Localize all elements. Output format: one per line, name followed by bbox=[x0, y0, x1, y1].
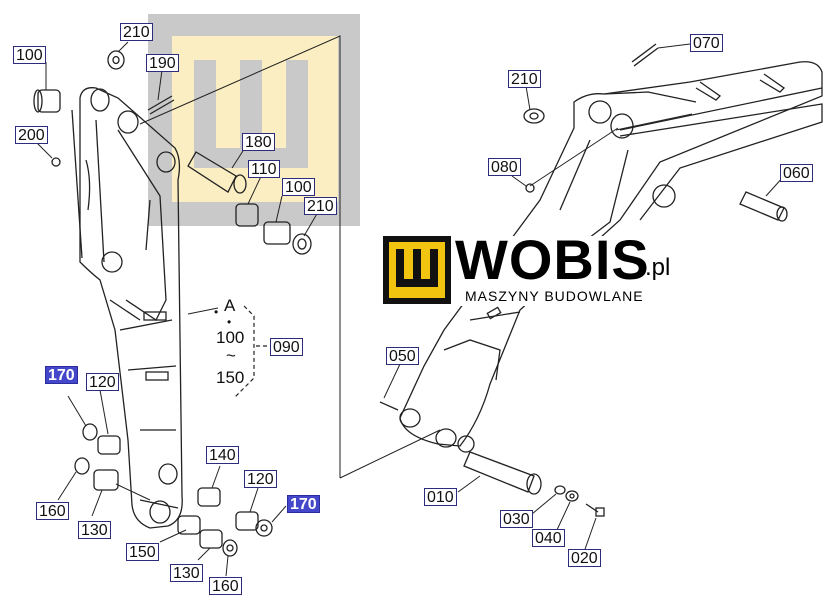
callout-020[interactable]: 020 bbox=[568, 549, 601, 567]
brand-tagline: MASZYNY BUDOWLANE bbox=[465, 288, 644, 304]
callout-090[interactable]: 090 bbox=[270, 338, 303, 356]
left-parts bbox=[33, 50, 312, 557]
leader-lines-left bbox=[33, 35, 341, 577]
callout-210-top[interactable]: 210 bbox=[120, 23, 153, 41]
callout-100-top[interactable]: 100 bbox=[13, 46, 46, 64]
note-dot: • bbox=[227, 315, 232, 329]
callout-070[interactable]: 070 bbox=[690, 34, 723, 52]
callout-040[interactable]: 040 bbox=[532, 529, 565, 547]
callout-160-bottom[interactable]: 160 bbox=[209, 577, 242, 595]
brand-tld: .pl bbox=[645, 254, 671, 281]
right-parts bbox=[379, 43, 788, 517]
callout-170-right[interactable]: 170 bbox=[287, 495, 320, 513]
note-to: 150 bbox=[216, 368, 245, 387]
callout-170-left[interactable]: 170 bbox=[45, 366, 78, 384]
callout-060[interactable]: 060 bbox=[780, 164, 813, 182]
wobis-logo: WOBIS .pl MASZYNY BUDOWLANE bbox=[383, 230, 679, 306]
callout-030[interactable]: 030 bbox=[500, 510, 533, 528]
callout-160-left[interactable]: 160 bbox=[36, 502, 69, 520]
note-bracket bbox=[233, 305, 270, 399]
note-pointer-dot: • bbox=[214, 305, 219, 319]
callout-150[interactable]: 150 bbox=[126, 543, 159, 561]
wobis-logo-icon bbox=[383, 236, 451, 304]
note-letter: A bbox=[224, 296, 236, 315]
watermark-logo bbox=[148, 14, 360, 226]
callout-190[interactable]: 190 bbox=[146, 54, 179, 72]
callout-110[interactable]: 110 bbox=[248, 160, 280, 178]
note-tilde: ~ bbox=[226, 346, 236, 365]
callout-130-bottom[interactable]: 130 bbox=[170, 564, 203, 582]
right-arm bbox=[399, 61, 823, 453]
callout-120-right[interactable]: 120 bbox=[244, 470, 277, 488]
callout-210-right[interactable]: 210 bbox=[508, 70, 541, 88]
callout-180[interactable]: 180 bbox=[242, 133, 275, 151]
callout-130-left[interactable]: 130 bbox=[78, 521, 111, 539]
note-from: 100 bbox=[216, 328, 245, 347]
callout-200[interactable]: 200 bbox=[15, 126, 48, 144]
callout-140[interactable]: 140 bbox=[206, 446, 239, 464]
callout-100-mid[interactable]: 100 bbox=[282, 178, 315, 196]
callout-120-left[interactable]: 120 bbox=[86, 373, 119, 391]
brand-name: WOBIS bbox=[455, 228, 650, 291]
leader-lines-right bbox=[339, 43, 785, 553]
callout-080[interactable]: 080 bbox=[488, 158, 521, 176]
callout-010[interactable]: 010 bbox=[424, 488, 457, 506]
callout-050[interactable]: 050 bbox=[386, 347, 419, 365]
callout-210-mid[interactable]: 210 bbox=[304, 197, 337, 215]
